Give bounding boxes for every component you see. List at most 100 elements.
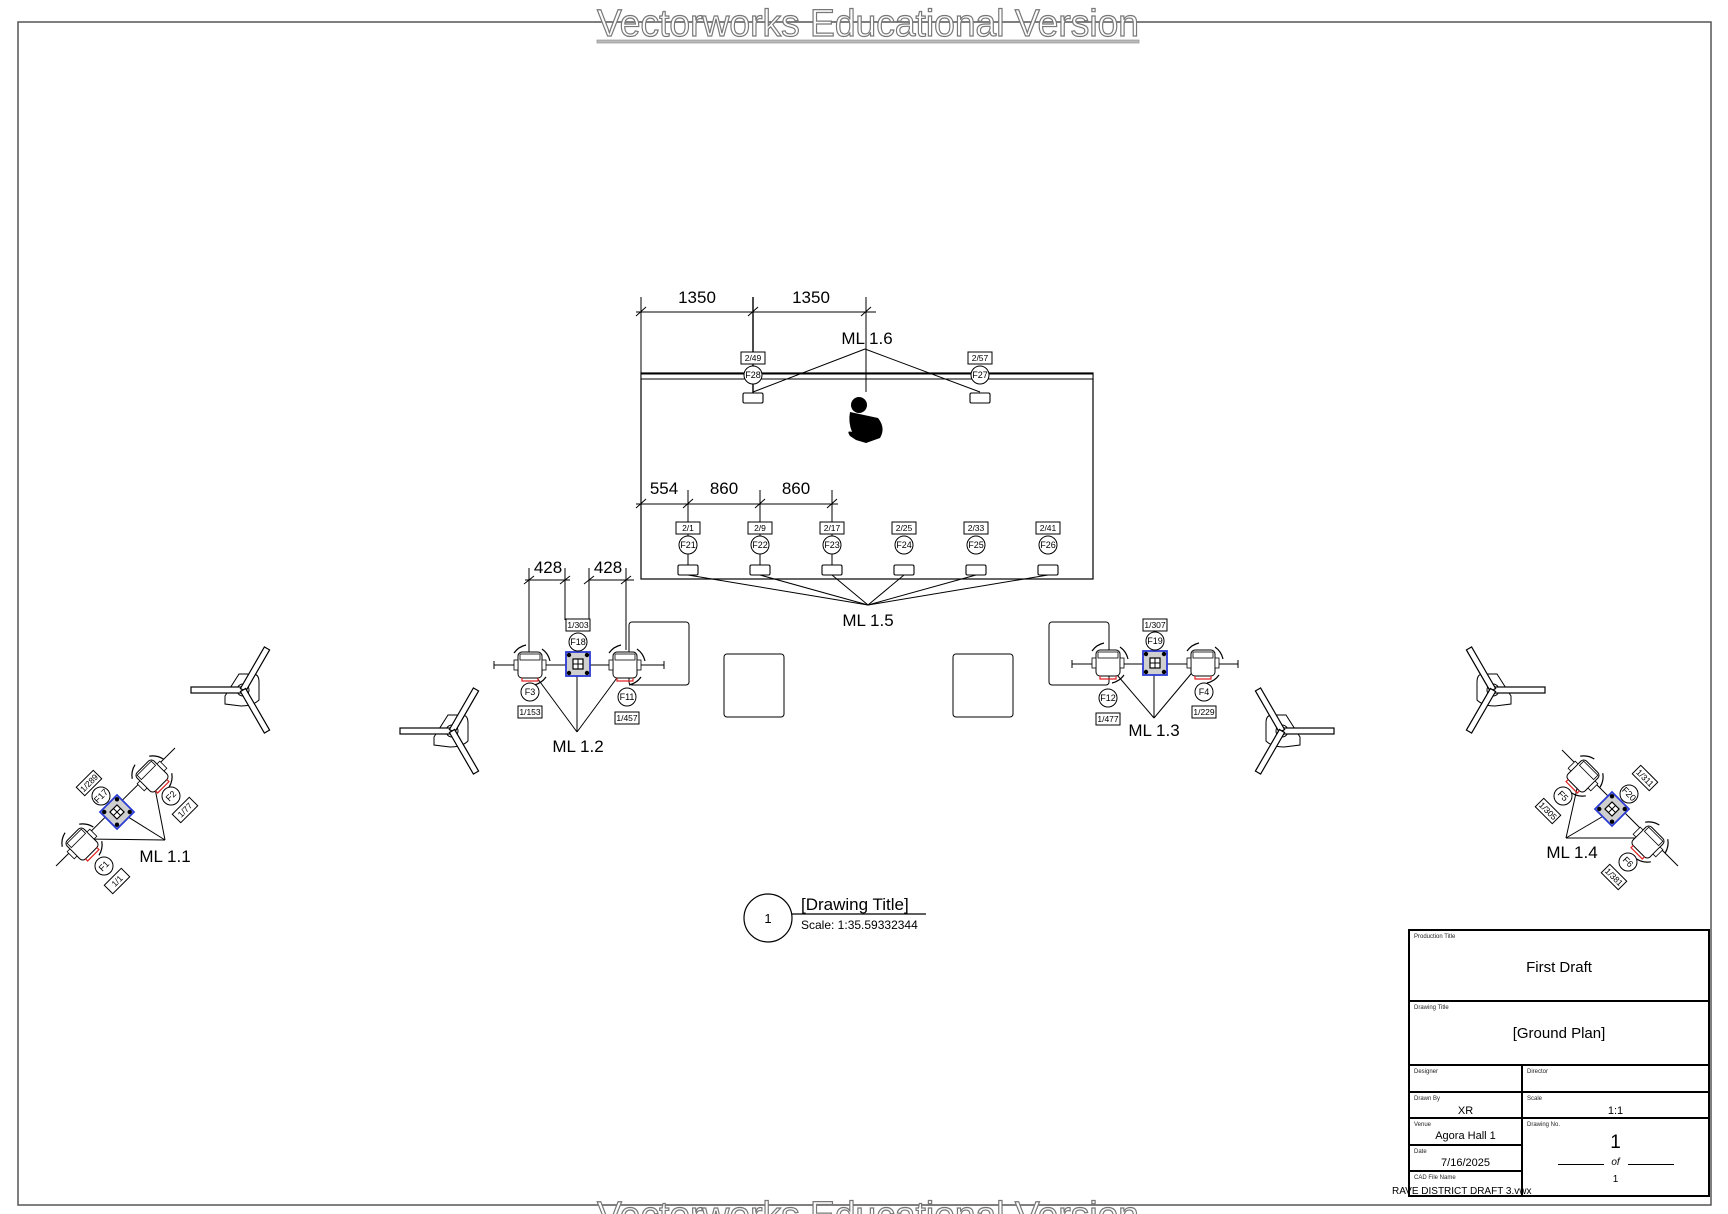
fixture[interactable]: F11 1/457 bbox=[608, 644, 646, 725]
lighting-group-ml-1-5: ML 1.5 2/1F212/9F222/17F232/25F242/33F25… bbox=[675, 521, 1061, 630]
channel-tag: 1/229 bbox=[1193, 707, 1215, 717]
drawing-number: 1 bbox=[764, 911, 771, 926]
cad-file-label: CAD File Name bbox=[1414, 1175, 1456, 1181]
focus-line bbox=[831, 574, 869, 606]
channel-tag: 1/303 bbox=[567, 620, 589, 630]
of-label: of bbox=[1611, 1157, 1620, 1168]
venue-label: Venue bbox=[1414, 1122, 1432, 1128]
channel-tag: 2/33 bbox=[968, 523, 985, 533]
cad-file-cell: CAD File Name bbox=[1410, 1172, 1523, 1195]
focus-line bbox=[867, 574, 905, 606]
director-label: Director bbox=[1527, 1069, 1549, 1075]
lighting-group-ml-1-1: ML 1.1 F1 1/1 F17 1/289 bbox=[55, 747, 199, 895]
speaker-stand bbox=[1465, 646, 1546, 734]
designer-cell: Designer bbox=[1410, 1066, 1523, 1093]
fixture[interactable]: 2/57 F27 bbox=[967, 351, 993, 404]
fixture-id: F25 bbox=[968, 540, 984, 550]
date-value: 7/16/2025 bbox=[1441, 1157, 1490, 1169]
ml-label: ML 1.6 bbox=[841, 329, 892, 348]
fixture-id: F12 bbox=[1100, 693, 1116, 703]
drawing-title-value: [Ground Plan] bbox=[1512, 1025, 1606, 1042]
ml12-dimensions: 428 428 bbox=[523, 558, 634, 665]
fixture-id: F28 bbox=[745, 370, 761, 380]
fixture[interactable]: 1/307 F19 bbox=[1142, 618, 1168, 676]
fixture-id: F19 bbox=[1147, 636, 1163, 646]
speaker-stand bbox=[1254, 687, 1335, 775]
lower-truss-dimensions: 554 860 860 bbox=[635, 479, 838, 570]
fixture-id: F3 bbox=[525, 687, 536, 697]
performer-figure bbox=[848, 397, 883, 443]
channel-tag: 1/457 bbox=[616, 713, 638, 723]
fixture[interactable]: F4 1/229 bbox=[1186, 642, 1224, 719]
stage-outline bbox=[640, 372, 1094, 580]
fixture-id: F21 bbox=[680, 540, 696, 550]
fixture[interactable]: 1/303 F18 bbox=[565, 618, 591, 677]
channel-tag: 2/57 bbox=[972, 353, 989, 363]
watermark-bottom-text: Vectorworks Educational Version bbox=[597, 1195, 1139, 1214]
dimension-label: 1350 bbox=[792, 288, 830, 307]
watermark-bottom: Vectorworks Educational Version bbox=[596, 1194, 1139, 1214]
channel-tag: 2/17 bbox=[824, 523, 841, 533]
fixture[interactable]: F3 1/153 bbox=[513, 644, 551, 719]
fixture-id: F11 bbox=[620, 692, 635, 702]
venue-cell: Venue Agora Hall 1 bbox=[1410, 1119, 1523, 1146]
riser bbox=[628, 621, 690, 686]
ml-label: ML 1.1 bbox=[139, 847, 190, 866]
fixture-id: F24 bbox=[896, 540, 912, 550]
drawn-by-cell: Drawn By XR bbox=[1410, 1093, 1523, 1119]
speaker-stand bbox=[399, 687, 480, 775]
fixture[interactable]: F12 1/477 bbox=[1091, 642, 1129, 726]
production-title-cell: Production Title First Draft bbox=[1410, 931, 1708, 1002]
fixture[interactable]: F1 1/1 bbox=[55, 815, 131, 895]
designer-label: Designer bbox=[1414, 1069, 1439, 1075]
stage-area bbox=[640, 372, 1094, 580]
ml-label: ML 1.2 bbox=[552, 737, 603, 756]
dimension-label: 428 bbox=[534, 558, 562, 577]
ml-label: ML 1.3 bbox=[1128, 721, 1179, 740]
channel-tag: 1/153 bbox=[519, 707, 541, 717]
fixture[interactable]: F20 1/311 bbox=[1594, 764, 1659, 827]
risers bbox=[628, 621, 1110, 718]
drawing-number-cell: Drawing No. 1 of 1 bbox=[1523, 1119, 1708, 1195]
sheet-border bbox=[17, 21, 1712, 1206]
riser bbox=[723, 653, 785, 718]
fixture[interactable]: 2/49 F28 bbox=[740, 351, 766, 404]
fixture[interactable]: F17 1/289 bbox=[75, 769, 135, 830]
watermark-top: Vectorworks Educational Version bbox=[596, 2, 1139, 45]
dimension-label: 860 bbox=[782, 479, 810, 498]
dimension-label: 554 bbox=[650, 479, 678, 498]
fixture[interactable]: F6 1/381 bbox=[1600, 815, 1677, 891]
riser bbox=[952, 653, 1014, 718]
upstage-truss bbox=[640, 373, 1094, 380]
channel-tag: 2/41 bbox=[1040, 523, 1057, 533]
fixture-id: F27 bbox=[972, 370, 988, 380]
channel-tag: 2/49 bbox=[745, 353, 762, 363]
divider bbox=[1558, 1164, 1604, 1165]
lighting-group-ml-1-2: ML 1.2 F3 1/153 1/303 F18 F11 1/457 bbox=[493, 618, 665, 756]
focus-line bbox=[759, 574, 869, 606]
scale-cell: Scale 1:1 bbox=[1523, 1093, 1708, 1119]
drawing-title-cell: Drawing Title [Ground Plan] bbox=[1410, 1002, 1708, 1066]
focus-line bbox=[687, 574, 869, 606]
focus-line bbox=[867, 574, 1049, 606]
fixture-id: F18 bbox=[570, 637, 586, 647]
lighting-group-ml-1-3: ML 1.3 F12 1/477 1/307 F19 F4 1/229 bbox=[1071, 618, 1239, 740]
total-sheets-value: 1 bbox=[1612, 1174, 1619, 1185]
title-block: Production Title First Draft Drawing Tit… bbox=[1392, 929, 1710, 1197]
channel-tag: 2/1 bbox=[682, 523, 694, 533]
fixture-id: F22 bbox=[752, 540, 768, 550]
lighting-group-ml-1-6: ML 1.6 2/49 F28 2/57 F27 bbox=[740, 329, 993, 404]
channel-tag: 2/9 bbox=[754, 523, 766, 533]
production-title: First Draft bbox=[1526, 959, 1592, 976]
dimension-label: 428 bbox=[594, 558, 622, 577]
drawing-scale: Scale: 1:35.59332344 bbox=[801, 918, 918, 932]
dimension-label: 1350 bbox=[678, 288, 716, 307]
channel-tag: 1/307 bbox=[1144, 620, 1166, 630]
